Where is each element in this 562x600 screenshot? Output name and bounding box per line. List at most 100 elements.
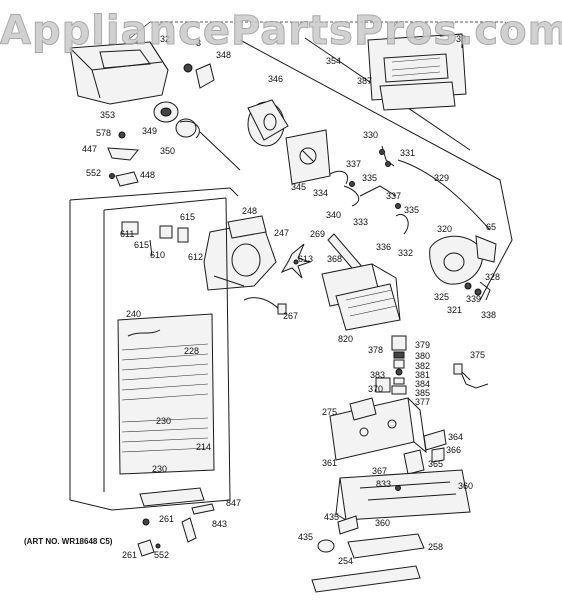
part-label-l329: 329 xyxy=(434,173,449,183)
solenoid-parts xyxy=(403,429,447,475)
part-label-l435b: 435 xyxy=(298,532,313,542)
part-label-l387: 387 xyxy=(357,76,372,86)
fan-blade xyxy=(280,243,312,279)
wire-harness xyxy=(453,363,489,389)
part-label-l248: 248 xyxy=(242,206,257,216)
part-label-l65: 65 xyxy=(486,222,496,232)
part-label-l847: 847 xyxy=(226,498,241,508)
part-label-l261a: 261 xyxy=(159,514,174,524)
part-label-l261b: 261 xyxy=(122,550,137,560)
part-label-l385: 385 xyxy=(415,388,430,398)
auger-motor xyxy=(247,99,289,147)
part-label-l254: 254 xyxy=(338,556,353,566)
part-label-l820: 820 xyxy=(338,334,353,344)
part-label-l354: 354 xyxy=(326,56,341,66)
part-label-l345: 345 xyxy=(291,182,306,192)
part-label-l364: 364 xyxy=(448,432,463,442)
part-label-l269: 269 xyxy=(310,229,325,239)
part-label-l611: 611 xyxy=(120,229,134,239)
part-label-l552b: 552 xyxy=(154,550,169,560)
part-label-l349: 349 xyxy=(142,126,157,136)
part-label-l3: 3 xyxy=(196,38,201,48)
part-label-l353: 353 xyxy=(100,110,115,120)
heater-harness xyxy=(243,297,287,315)
part-label-l335b: 335 xyxy=(404,205,419,215)
part-label-l340: 340 xyxy=(326,210,341,220)
part-label-l367: 367 xyxy=(372,466,387,476)
part-label-l258: 258 xyxy=(428,542,443,552)
part-label-l339: 339 xyxy=(466,294,481,304)
part-label-l214: 214 xyxy=(196,442,211,452)
part-label-l383: 383 xyxy=(370,370,385,380)
evaporator-and-case xyxy=(69,187,239,511)
part-label-l381: 381 xyxy=(415,370,430,380)
part-label-l843: 843 xyxy=(212,519,227,529)
part-label-l240: 240 xyxy=(126,309,141,319)
ice-bucket xyxy=(69,41,169,105)
part-label-l366: 366 xyxy=(446,445,461,455)
fan-motor-assembly xyxy=(203,215,277,291)
part-label-l435a: 435 xyxy=(324,512,339,522)
part-label-l361: 361 xyxy=(322,458,337,468)
crisper-tracks xyxy=(335,469,471,521)
part-label-l348: 348 xyxy=(216,50,231,60)
part-label-l230a: 230 xyxy=(156,416,171,426)
part-label-l578: 578 xyxy=(96,128,111,138)
part-label-l335a: 335 xyxy=(362,173,377,183)
dispenser-door-assembly xyxy=(367,33,467,111)
bracket-348 xyxy=(183,63,215,89)
part-label-l325: 325 xyxy=(434,292,449,302)
part-label-l230b: 230 xyxy=(152,464,167,474)
part-label-l330: 330 xyxy=(363,130,378,140)
drain-hardware xyxy=(137,503,215,557)
part-label-l336: 336 xyxy=(376,242,391,252)
part-label-l228: 228 xyxy=(184,346,199,356)
part-label-l247: 247 xyxy=(274,228,289,238)
part-label-l32: 32 xyxy=(160,34,170,44)
part-label-l338: 338 xyxy=(481,310,496,320)
part-label-l332: 332 xyxy=(398,248,413,258)
part-label-l552a: 552 xyxy=(86,168,101,178)
part-label-l337a: 337 xyxy=(346,159,361,169)
switch-stack xyxy=(391,335,407,395)
part-label-l365: 365 xyxy=(428,459,443,469)
part-label-l321: 321 xyxy=(447,305,462,315)
part-label-l337b: 337 xyxy=(386,191,401,201)
part-label-l370: 370 xyxy=(368,384,383,394)
dispenser-actuator xyxy=(429,235,497,301)
part-label-l38: 38 xyxy=(456,34,466,44)
part-label-l328: 328 xyxy=(485,272,500,282)
part-label-l447: 447 xyxy=(82,144,97,154)
part-label-l833: 833 xyxy=(376,479,391,489)
part-number-labels: 32 3 348 346 354 387 38 353 349 578 350 447 552 448 33… xyxy=(82,34,500,566)
part-label-l610: 610 xyxy=(150,250,165,260)
part-label-l320: 320 xyxy=(437,224,452,234)
motor-mount-plate xyxy=(285,129,331,185)
part-label-l368: 368 xyxy=(327,254,342,264)
part-label-l267: 267 xyxy=(283,311,298,321)
auger-coupling xyxy=(153,101,241,171)
part-label-l380: 380 xyxy=(415,351,430,361)
part-label-l360a: 360 xyxy=(458,481,473,491)
icemaker xyxy=(321,263,401,331)
part-label-l275: 275 xyxy=(322,407,337,417)
part-label-l379: 379 xyxy=(415,340,430,350)
part-label-l350: 350 xyxy=(160,146,175,156)
part-label-l360b: 360 xyxy=(375,518,390,528)
part-label-l375: 375 xyxy=(470,350,485,360)
small-hardware-left xyxy=(107,131,139,187)
part-label-l612: 612 xyxy=(188,252,203,262)
art-number: (ART NO. WR18648 C5) xyxy=(24,537,113,546)
part-label-l333: 333 xyxy=(353,217,368,227)
part-label-l382: 382 xyxy=(415,361,430,371)
part-label-l615b: 615 xyxy=(134,240,149,250)
part-label-l378: 378 xyxy=(368,345,383,355)
part-label-l615a: 615 xyxy=(180,212,195,222)
part-label-l384: 384 xyxy=(415,379,430,389)
part-label-l331: 331 xyxy=(400,148,415,158)
dispenser-linkage xyxy=(329,145,491,235)
part-label-l346: 346 xyxy=(268,74,283,84)
part-label-l448: 448 xyxy=(140,170,155,180)
